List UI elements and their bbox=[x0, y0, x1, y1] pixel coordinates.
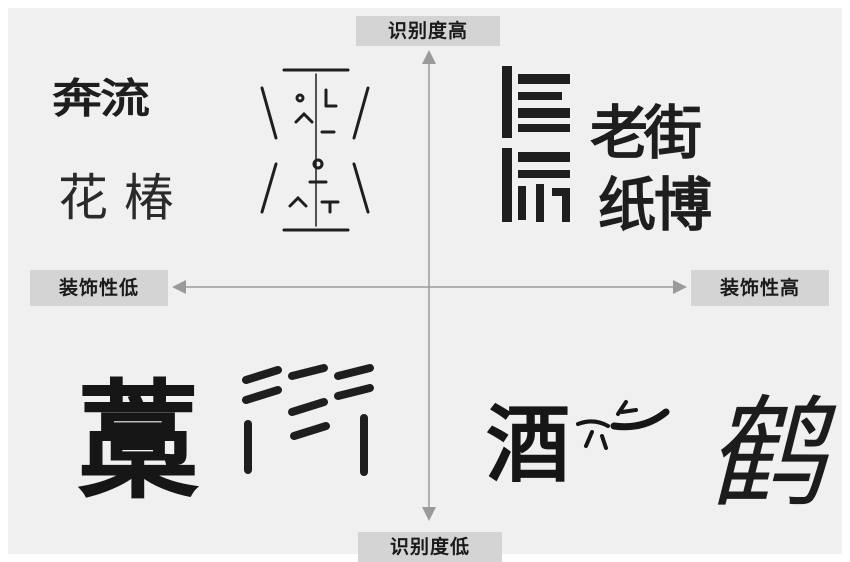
logo-calligraphy-jiu: 酒 bbox=[486, 395, 571, 494]
arrow-up-icon bbox=[422, 50, 436, 64]
axis-label-bottom: 识别度低 bbox=[358, 532, 502, 562]
arrow-down-icon bbox=[422, 507, 436, 521]
calligraphy-brush-strokes bbox=[576, 400, 670, 450]
logo-yan-strokes bbox=[242, 364, 374, 476]
logo-guaiyue-bars bbox=[502, 66, 570, 222]
logo-zhibo: 纸博 bbox=[598, 171, 712, 239]
hourglass-logo bbox=[260, 68, 370, 232]
logo-calligraphy-he: 鹤 bbox=[706, 385, 826, 524]
logo-benliu: 奔流 bbox=[52, 75, 150, 123]
arrow-left-icon bbox=[172, 280, 186, 294]
logo-calligraphy-gao: 藁 bbox=[77, 367, 199, 517]
arrow-right-icon bbox=[673, 280, 687, 294]
axis-label-right: 装饰性高 bbox=[691, 270, 829, 306]
logo-laojie: 老街 bbox=[590, 99, 702, 167]
axis-label-left: 装饰性低 bbox=[30, 270, 168, 306]
axis-label-top: 识别度高 bbox=[356, 16, 500, 46]
logo-huachun: 花 椿 bbox=[58, 169, 174, 227]
